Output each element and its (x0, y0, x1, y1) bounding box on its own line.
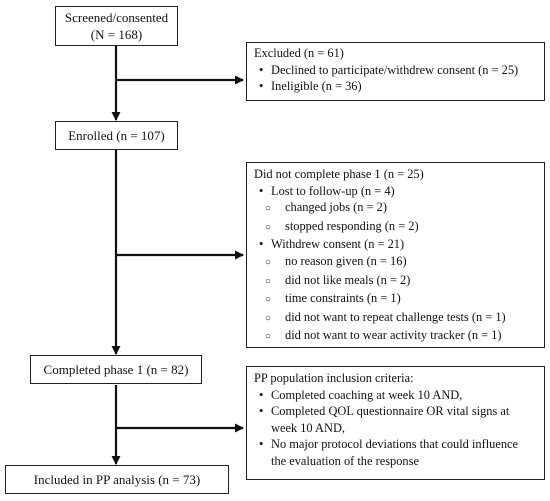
withdrew-consent-item: Withdrew consent (n = 21) (252, 236, 544, 253)
excluded-item-declined: Declined to participate/withdrew consent… (252, 62, 544, 79)
withdrew-reason-item: did not want to repeat challenge tests (… (252, 309, 544, 328)
withdrew-reason-item: time constraints (n = 1) (252, 290, 544, 309)
excluded-box: Excluded (n = 61) Declined to participat… (246, 42, 545, 101)
not-completed-box: Did not complete phase 1 (n = 25) Lost t… (246, 162, 545, 348)
completed-label: Completed phase 1 (n = 82) (43, 362, 189, 377)
withdrew-reason-item: did not want to wear activity tracker (n… (252, 327, 544, 346)
criteria-item: Completed coaching at week 10 AND, (252, 387, 536, 404)
lost-reason-item: stopped responding (n = 2) (252, 218, 544, 237)
lost-reason-item: changed jobs (n = 2) (252, 199, 544, 218)
lost-to-follow-up-item: Lost to follow-up (n = 4) (252, 183, 544, 200)
screened-count: (N = 168) (90, 27, 143, 42)
included-label: Included in PP analysis (n = 73) (33, 472, 201, 487)
included-box: Included in PP analysis (n = 73) (5, 465, 229, 494)
completed-box: Completed phase 1 (n = 82) (30, 355, 202, 384)
withdrew-reason-item: did not like meals (n = 2) (252, 272, 544, 291)
criteria-item: Completed QOL questionnaire OR vital sig… (252, 403, 536, 436)
enrolled-label: Enrolled (n = 107) (68, 128, 165, 143)
excluded-item-ineligible: Ineligible (n = 36) (252, 78, 544, 95)
criteria-item: No major protocol deviations that could … (252, 436, 536, 469)
withdrew-reason-item: no reason given (n = 16) (252, 253, 544, 272)
enrolled-box: Enrolled (n = 107) (55, 121, 178, 150)
not-completed-title: Did not complete phase 1 (n = 25) (254, 167, 424, 181)
criteria-title: PP population inclusion criteria: (254, 371, 414, 385)
criteria-box: PP population inclusion criteria: Comple… (246, 366, 545, 480)
screened-label: Screened/consented (64, 10, 169, 25)
screened-box: Screened/consented (N = 168) (55, 6, 178, 46)
excluded-title: Excluded (n = 61) (254, 46, 344, 60)
